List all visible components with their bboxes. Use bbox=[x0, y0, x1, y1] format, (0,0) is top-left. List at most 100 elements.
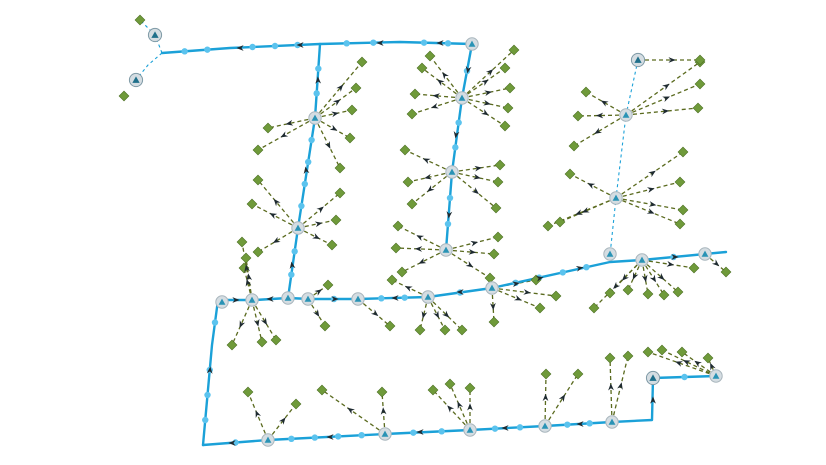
meter-icon[interactable] bbox=[236, 236, 248, 248]
water-main[interactable] bbox=[201, 374, 718, 447]
service-line[interactable] bbox=[641, 259, 679, 293]
meter-icon[interactable] bbox=[604, 352, 616, 364]
meter-icon[interactable] bbox=[656, 344, 668, 356]
meter-icon[interactable] bbox=[622, 284, 634, 296]
meter-icon[interactable] bbox=[642, 346, 654, 358]
service-line[interactable] bbox=[257, 117, 316, 151]
meter-icon[interactable] bbox=[692, 102, 704, 114]
meter-icon[interactable] bbox=[604, 287, 616, 299]
service-line[interactable] bbox=[421, 67, 463, 99]
meter-icon[interactable] bbox=[118, 90, 130, 102]
meter-icon[interactable] bbox=[622, 350, 634, 362]
service-line[interactable] bbox=[573, 114, 627, 147]
service-line[interactable] bbox=[247, 391, 269, 441]
meter-icon[interactable] bbox=[484, 272, 496, 284]
service-line[interactable] bbox=[267, 403, 297, 441]
junction-icon[interactable] bbox=[281, 291, 295, 305]
service-line[interactable] bbox=[544, 373, 579, 427]
meter-icon[interactable] bbox=[242, 386, 254, 398]
service-line[interactable] bbox=[615, 197, 684, 211]
meter-icon[interactable] bbox=[226, 339, 238, 351]
junction-icon[interactable] bbox=[439, 243, 453, 257]
meter-icon[interactable] bbox=[677, 204, 689, 216]
meter-icon[interactable] bbox=[488, 316, 500, 328]
meter-icon[interactable] bbox=[456, 324, 468, 336]
meter-icon[interactable] bbox=[384, 320, 396, 332]
service-line[interactable] bbox=[257, 179, 299, 229]
meter-icon[interactable] bbox=[488, 248, 500, 260]
meter-icon[interactable] bbox=[346, 104, 358, 116]
meter-icon[interactable] bbox=[350, 82, 362, 94]
meter-icon[interactable] bbox=[334, 162, 346, 174]
service-line[interactable] bbox=[451, 171, 497, 209]
meter-icon[interactable] bbox=[677, 146, 689, 158]
junction-icon[interactable] bbox=[245, 293, 259, 307]
service-line[interactable] bbox=[641, 259, 649, 295]
meter-icon[interactable] bbox=[334, 187, 346, 199]
meter-icon[interactable] bbox=[492, 231, 504, 243]
service-line[interactable] bbox=[491, 287, 495, 323]
service-line[interactable] bbox=[569, 173, 617, 199]
service-line[interactable] bbox=[461, 49, 515, 99]
meter-icon[interactable] bbox=[564, 168, 576, 180]
meter-icon[interactable] bbox=[642, 288, 654, 300]
service-line[interactable] bbox=[627, 259, 643, 291]
service-line[interactable] bbox=[445, 236, 499, 251]
meter-icon[interactable] bbox=[676, 346, 688, 358]
service-line[interactable] bbox=[231, 299, 253, 346]
meter-icon[interactable] bbox=[319, 320, 331, 332]
service-line[interactable] bbox=[411, 97, 463, 115]
meter-icon[interactable] bbox=[344, 132, 356, 144]
service-line[interactable] bbox=[314, 61, 363, 119]
service-line[interactable] bbox=[321, 389, 386, 435]
service-line[interactable] bbox=[647, 351, 717, 377]
meter-icon[interactable] bbox=[720, 266, 732, 278]
meter-icon[interactable] bbox=[554, 216, 566, 228]
junction-icon[interactable] bbox=[538, 419, 552, 433]
meter-icon[interactable] bbox=[240, 252, 252, 264]
service-line[interactable] bbox=[404, 149, 453, 173]
service-line[interactable] bbox=[314, 109, 353, 119]
meter-icon[interactable] bbox=[540, 368, 552, 380]
meter-icon[interactable] bbox=[316, 384, 328, 396]
meter-icon[interactable] bbox=[444, 378, 456, 390]
service-line[interactable] bbox=[661, 349, 717, 377]
meter-icon[interactable] bbox=[376, 386, 388, 398]
source-icon[interactable] bbox=[645, 370, 661, 386]
service-line[interactable] bbox=[381, 391, 386, 435]
junction-icon[interactable] bbox=[301, 292, 315, 306]
service-line[interactable] bbox=[429, 55, 463, 99]
meter-icon[interactable] bbox=[674, 218, 686, 230]
meter-icon[interactable] bbox=[568, 140, 580, 152]
service-line[interactable] bbox=[395, 247, 447, 251]
meter-icon[interactable] bbox=[674, 176, 686, 188]
junction-icon[interactable] bbox=[378, 427, 392, 441]
service-line[interactable] bbox=[251, 299, 263, 343]
meter-icon[interactable] bbox=[396, 266, 408, 278]
service-line[interactable] bbox=[491, 287, 541, 309]
service-line[interactable] bbox=[251, 203, 299, 229]
meter-icon[interactable] bbox=[508, 44, 520, 56]
meter-icon[interactable] bbox=[439, 324, 451, 336]
service-line[interactable] bbox=[397, 225, 447, 251]
meter-icon[interactable] bbox=[330, 214, 342, 226]
service-line[interactable] bbox=[267, 117, 316, 129]
meter-icon[interactable] bbox=[572, 110, 584, 122]
meter-icon[interactable] bbox=[409, 88, 421, 100]
junction-icon[interactable] bbox=[709, 369, 723, 383]
meter-icon[interactable] bbox=[256, 336, 268, 348]
service-line[interactable] bbox=[314, 117, 341, 169]
water-main[interactable] bbox=[286, 42, 322, 300]
service-line[interactable] bbox=[445, 249, 491, 279]
service-line[interactable] bbox=[243, 267, 253, 301]
junction-icon[interactable] bbox=[698, 247, 712, 261]
meter-icon[interactable] bbox=[702, 352, 714, 364]
service-line[interactable] bbox=[419, 296, 429, 331]
junction-icon[interactable] bbox=[291, 221, 305, 235]
service-line[interactable] bbox=[577, 114, 627, 117]
service-line[interactable] bbox=[314, 87, 357, 119]
service-line[interactable] bbox=[461, 97, 506, 127]
service-line[interactable] bbox=[257, 227, 299, 253]
meter-icon[interactable] bbox=[406, 108, 418, 120]
service-line[interactable] bbox=[451, 171, 499, 183]
